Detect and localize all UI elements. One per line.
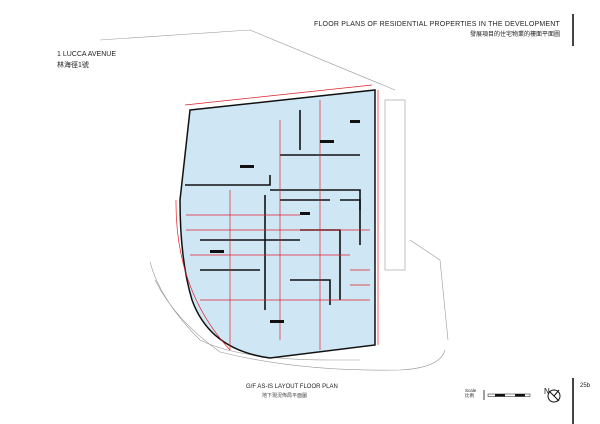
scale-bar: [483, 390, 531, 400]
north-arrow-icon: [547, 389, 561, 403]
building-outline: [179, 89, 376, 359]
address-en: 1 LUCCA AVENUE: [57, 51, 117, 58]
room-markers: [210, 120, 360, 323]
header-title-en: FLOOR PLANS OF RESIDENTIAL PROPERTIES IN…: [313, 21, 560, 28]
header-title-zh: 發展項目的住宅物業的樓面平面圖: [469, 32, 560, 38]
scale-label-en: Scale: [465, 388, 477, 393]
plan-caption-zh: 地下現況佈局平面圖: [262, 393, 308, 399]
page-number: 25b: [580, 383, 591, 389]
plan-caption-en: G/F AS-IS LAYOUT FLOOR PLAN: [246, 384, 338, 390]
scale-label-zh: 比例: [465, 393, 474, 398]
divider: [572, 14, 574, 46]
address-zh: 林海徑1號: [57, 62, 89, 69]
site-context: [99, 29, 449, 371]
divider: [572, 378, 574, 424]
north-label: N: [544, 387, 550, 396]
